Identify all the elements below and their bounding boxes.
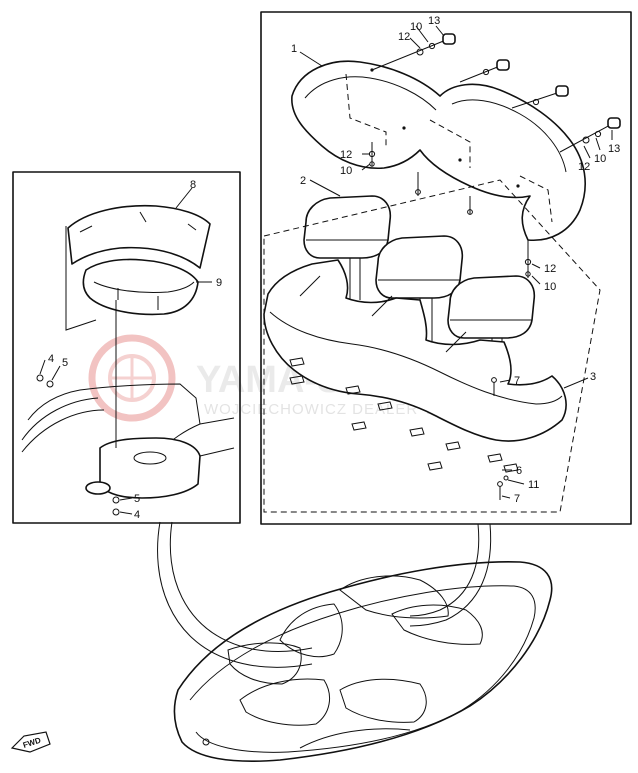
callout-12-bottom: 12 <box>544 263 556 275</box>
callout-3: 3 <box>590 371 596 383</box>
watermark-logo-icon <box>88 334 176 422</box>
callout-9: 9 <box>216 277 222 289</box>
fwd-arrow-icon <box>10 731 51 753</box>
seat-mounting-hardware <box>368 33 621 278</box>
callout-6: 6 <box>516 465 522 477</box>
callout-12-top: 12 <box>398 31 410 43</box>
callout-numbers: 1 2 3 4 5 5 4 8 9 7 6 11 7 12 10 13 12 1… <box>48 15 620 521</box>
seat-pads-part-2 <box>303 195 536 382</box>
seat-cushion-part-1 <box>291 60 586 242</box>
callout-11: 11 <box>528 479 539 491</box>
seat-detail-frame <box>260 11 632 525</box>
seat-base-part-3 <box>263 179 601 513</box>
callout-10-bottom: 10 <box>544 281 556 293</box>
callout-5-lower: 5 <box>134 493 140 505</box>
rear-seat-cushion-part-8 <box>67 204 211 269</box>
callout-10-right: 10 <box>594 153 606 165</box>
callout-leader-curves <box>157 521 492 668</box>
callout-7-lower: 7 <box>514 493 520 505</box>
callout-10-top: 10 <box>410 21 422 33</box>
callout-13-right: 13 <box>608 143 620 155</box>
callout-4-upper: 4 <box>48 353 54 365</box>
callout-8: 8 <box>190 179 196 191</box>
callout-4-lower: 4 <box>134 509 140 521</box>
callout-7-upper: 7 <box>514 375 520 387</box>
callout-5-upper: 5 <box>62 357 68 369</box>
callout-12-left: 12 <box>340 149 352 161</box>
rear-seat-frame-part-9 <box>82 258 199 316</box>
boat-hull-overview <box>173 561 553 762</box>
callout-12-right: 12 <box>578 161 590 173</box>
rear-seat-base <box>21 226 235 516</box>
callout-13-top: 13 <box>428 15 440 27</box>
callout-1: 1 <box>291 43 297 55</box>
rear-seat-detail-frame <box>12 171 241 524</box>
callout-2: 2 <box>300 175 306 187</box>
callout-leaders <box>39 25 613 515</box>
callout-10-left: 10 <box>340 165 352 177</box>
forward-direction-badge: FWD <box>10 731 51 753</box>
